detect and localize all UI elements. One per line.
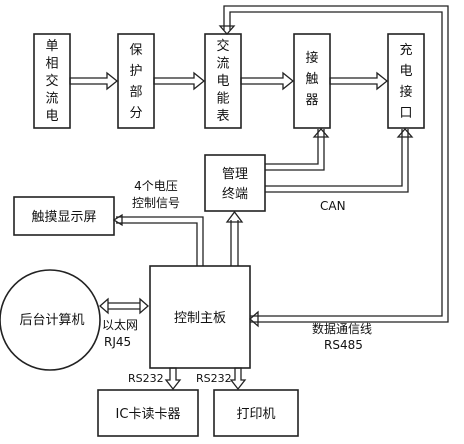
single-phase-ac-block: 单相交流电 [33, 33, 71, 129]
charging-port-block: 充电接口 [387, 33, 425, 129]
single-phase-ac-label: 单相交流电 [45, 39, 58, 124]
rs485-label: RS485 [324, 338, 363, 352]
mgmt-to-contactor-link [265, 128, 330, 171]
rs232-left-label: RS232 [128, 372, 164, 385]
printer-label: 打印机 [236, 407, 275, 422]
voltage-signal-label-1: 4个电压 [134, 179, 178, 193]
ethernet-label: 以太网 [102, 317, 138, 332]
touch-screen-label: 触摸显示屏 [31, 210, 96, 225]
arrow-meter-to-contactor [240, 71, 295, 91]
printer-block: 打印机 [213, 389, 299, 437]
board-to-touch-screen-link [112, 213, 204, 266]
ic-card-reader-block: IC卡读卡器 [97, 389, 199, 437]
ethernet-link [99, 297, 149, 315]
rs232-to-printer-link [229, 367, 247, 391]
ac-energy-meter-block: 交流电能表 [204, 33, 242, 129]
contactor-label: 接触器 [305, 50, 318, 108]
control-board-label: 控制主板 [174, 311, 226, 326]
rs485-data-line [218, 5, 449, 328]
ic-card-reader-label: IC卡读卡器 [116, 407, 181, 422]
rs232-to-ic-reader-link [164, 367, 182, 391]
voltage-signal-label-2: 控制信号 [132, 196, 180, 210]
mgmt-to-charging-port-can-link [265, 128, 414, 193]
rs232-right-label: RS232 [196, 372, 232, 385]
data-line-label: 数据通信线 [312, 321, 372, 336]
control-board-block: 控制主板 [149, 265, 251, 369]
management-terminal-block: 管理 终端 [204, 154, 266, 212]
arrow-contactor-to-port [329, 71, 389, 91]
charging-port-label: 充电接口 [399, 42, 412, 121]
touch-screen-block: 触摸显示屏 [13, 196, 115, 236]
management-terminal-label-1: 管理 [222, 167, 248, 182]
board-to-mgmt-link [225, 210, 244, 266]
ac-energy-meter-label: 交流电能表 [216, 38, 229, 124]
arrow-ac-to-protection [69, 71, 119, 91]
host-computer-block: 后台计算机 [0, 269, 101, 371]
contactor-block: 接触器 [293, 33, 331, 129]
protection-label: 保护部分 [129, 43, 142, 121]
can-label: CAN [320, 199, 346, 213]
host-computer-label: 后台计算机 [19, 313, 84, 328]
arrow-protection-to-meter [153, 71, 206, 91]
power-flow-arrows [69, 71, 389, 91]
rj45-label: RJ45 [104, 335, 131, 349]
protection-block: 保护部分 [117, 33, 155, 129]
management-terminal-label-2: 终端 [222, 186, 248, 202]
